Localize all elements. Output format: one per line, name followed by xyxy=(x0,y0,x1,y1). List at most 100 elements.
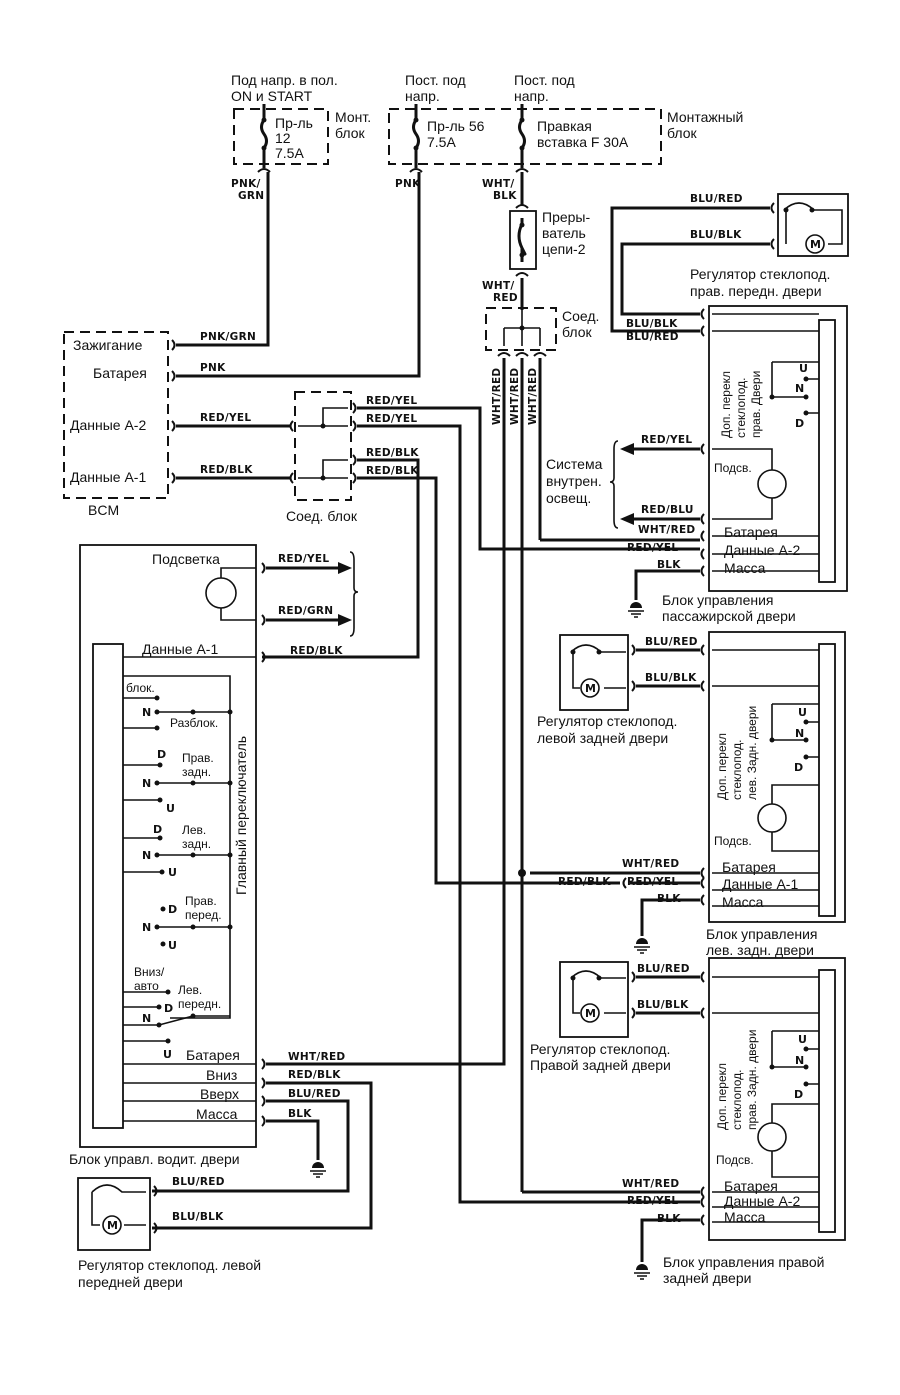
joint-top-l2: блок xyxy=(562,324,593,340)
passenger-door-unit: M BLU/RED BLU/BLK Регулятор стеклопод. п… xyxy=(540,193,849,624)
svg-text:M: M xyxy=(810,238,821,251)
bcm-module: Зажигание Батарея Данные А-2 Данные А-1 … xyxy=(63,331,290,518)
svg-text:BLU/RED: BLU/RED xyxy=(637,963,690,975)
circuit-breaker xyxy=(509,210,537,270)
pass-pin-ground: Масса xyxy=(724,560,766,576)
rear-right-door-unit: M BLU/RED BLU/BLK Регулятор стеклопод. П… xyxy=(522,957,846,1286)
svg-text:BLK: BLK xyxy=(657,893,681,905)
svg-text:освещ.: освещ. xyxy=(546,490,591,506)
svg-text:авто: авто xyxy=(134,979,159,993)
joint-top-l1: Соед. xyxy=(562,308,599,324)
svg-text:BLU/BLK: BLU/BLK xyxy=(645,672,697,684)
driver-lighting-brace xyxy=(349,551,359,637)
ground-icon xyxy=(628,602,644,618)
svg-text:D: D xyxy=(795,417,804,430)
svg-text:RED/BLK: RED/BLK xyxy=(288,1069,341,1081)
wire-pnk-top: PNK xyxy=(395,178,421,190)
wire-blu-blk-p: BLU/BLK xyxy=(690,229,742,241)
svg-text:D: D xyxy=(164,1002,173,1015)
fusible-l1: Правкая xyxy=(537,118,592,134)
svg-text:Батарея: Батарея xyxy=(724,1178,778,1194)
svg-text:Лев.: Лев. xyxy=(182,823,206,837)
rr-lamp-icon xyxy=(757,1122,787,1152)
svg-text:Подсв.: Подсв. xyxy=(714,834,752,848)
bcm-box xyxy=(63,331,169,499)
svg-text:Правой задней двери: Правой задней двери xyxy=(530,1057,671,1073)
svg-text:прав. Двери: прав. Двери xyxy=(749,371,763,438)
fuse-12-icon xyxy=(260,119,268,149)
svg-text:Доп. перекл: Доп. перекл xyxy=(715,1063,729,1130)
fuse12-l1: Пр-ль xyxy=(275,115,313,131)
main-switch-label: Главный переключатель xyxy=(233,736,249,895)
wire-red-blk-rl: RED/BLK xyxy=(558,876,611,888)
svg-text:пассажирской двери: пассажирской двери xyxy=(662,608,796,624)
driver-title: Блок управл. водит. двери xyxy=(69,1151,240,1167)
wire-red-yel-j2: RED/YEL xyxy=(366,413,417,425)
svg-text:N: N xyxy=(142,849,151,862)
svg-text:прав. Задн. двери: прав. Задн. двери xyxy=(745,1030,759,1130)
svg-text:Блок управления: Блок управления xyxy=(706,926,818,942)
circuit-breaker-icon xyxy=(517,218,527,262)
svg-text:N: N xyxy=(142,706,151,719)
svg-text:лев. задн. двери: лев. задн. двери xyxy=(706,942,814,958)
joint-block-top xyxy=(485,307,557,351)
svg-text:Вниз/: Вниз/ xyxy=(134,965,165,979)
svg-text:Подсв.: Подсв. xyxy=(714,461,752,475)
wire-red-blk-j1: RED/BLK xyxy=(366,447,419,459)
fuse12-l3: 7.5A xyxy=(275,145,304,161)
pass-reg-l1: Регулятор стеклопод. xyxy=(690,266,830,282)
svg-text:BLU/RED: BLU/RED xyxy=(645,636,698,648)
breaker-l2: ватель xyxy=(542,225,586,241)
const2-label-2: напр. xyxy=(514,88,549,104)
svg-text:D: D xyxy=(794,1088,803,1101)
svg-text:Блок управления: Блок управления xyxy=(662,592,774,608)
svg-text:D: D xyxy=(794,761,803,774)
svg-text:BLU/RED: BLU/RED xyxy=(626,331,679,343)
svg-text:Масса: Масса xyxy=(722,894,764,910)
rl-control-box xyxy=(708,631,846,923)
svg-text:Система: Система xyxy=(546,456,603,472)
wire-pnk-grn: PNK/GRN xyxy=(200,331,256,343)
driver-connector-bar xyxy=(92,643,124,1129)
svg-text:BLU/BLK: BLU/BLK xyxy=(637,999,689,1011)
breaker-l1: Преры- xyxy=(542,209,590,225)
wire-wht-red-v3: WHT/RED xyxy=(527,368,539,425)
joint-block-mid: Соед. блок RED/YEL RED/YEL RED/BLK RED/B… xyxy=(262,391,700,1204)
driver-backlight-label: Подсветка xyxy=(152,551,220,567)
driver-control-box xyxy=(79,544,257,1148)
fusible-link-icon xyxy=(518,119,526,149)
svg-text:N: N xyxy=(142,777,151,790)
svg-text:Данные А-2: Данные А-2 xyxy=(724,1193,800,1209)
const1-label-1: Пост. под xyxy=(405,72,466,88)
svg-text:RED/BLK: RED/BLK xyxy=(290,645,343,657)
rear-left-door-unit: M BLU/RED BLU/BLK Регулятор стеклопод. л… xyxy=(518,631,846,958)
svg-text:BLU/RED: BLU/RED xyxy=(172,1176,225,1188)
wire-red-yel-bcm: RED/YEL xyxy=(200,412,251,424)
svg-text:U: U xyxy=(798,706,807,719)
svg-text:N: N xyxy=(795,382,804,395)
const2-label-1: Пост. под xyxy=(514,72,575,88)
svg-text:Прав.: Прав. xyxy=(182,751,214,765)
rr-regulator-box xyxy=(559,961,629,1038)
wire-pnk-grn-top-1: PNK/ xyxy=(231,178,261,190)
bcm-pin-data-a2: Данные А-2 xyxy=(70,417,146,433)
rl-lamp-icon xyxy=(757,803,787,833)
svg-text:U: U xyxy=(168,939,177,952)
svg-text:BLK: BLK xyxy=(657,559,681,571)
svg-text:M: M xyxy=(585,682,596,695)
svg-text:перед.: перед. xyxy=(185,908,222,922)
rl-connector-bar xyxy=(818,643,836,917)
wire-wht-blk-1: WHT/ xyxy=(482,178,515,190)
fusible-l2: вставка F 30A xyxy=(537,134,629,150)
const1-label-2: напр. xyxy=(405,88,440,104)
driver-pin-ground: Масса xyxy=(196,1106,238,1122)
pass-connector-bar xyxy=(818,319,836,583)
wire-red-yel-j1: RED/YEL xyxy=(366,395,417,407)
svg-text:D: D xyxy=(168,903,177,916)
svg-text:D: D xyxy=(153,823,162,836)
wire-wht-red-top-2: RED xyxy=(493,292,518,304)
svg-text:Прав.: Прав. xyxy=(185,894,217,908)
svg-text:N: N xyxy=(142,921,151,934)
driver-pin-down: Вниз xyxy=(206,1067,237,1083)
wire-blu-red-p: BLU/RED xyxy=(690,193,743,205)
